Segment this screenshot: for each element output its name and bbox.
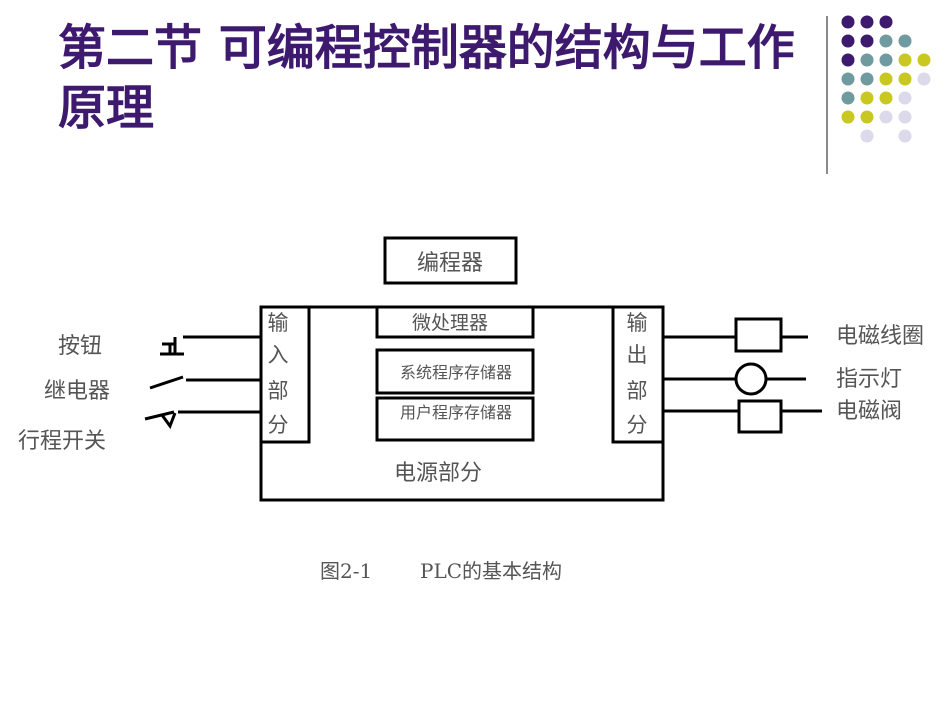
decor-dot [841,91,855,105]
decor-dot [860,53,874,67]
input-block-char-2: 入 [268,343,289,367]
decor-dot [898,110,912,124]
decor-dot [898,72,912,86]
decor-dot [879,72,893,86]
decor-dot [841,53,855,67]
input-label-limit-switch: 行程开关 [18,429,106,454]
output-block-char-1: 输 [627,311,648,335]
power-label: 电源部分 [394,461,482,486]
decor-dot [917,53,931,67]
decor-dot [879,91,893,105]
input-block [259,305,311,444]
output-block-char-4: 分 [627,413,648,437]
caption-text: PLC的基本结构 [420,559,562,583]
output-label-valve: 电磁阀 [836,399,902,424]
decor-dot [898,91,912,105]
decor-dot [841,15,855,29]
caption-figure-number: 图2-1 [320,559,372,583]
decor-dot [860,91,874,105]
decor-dot [917,72,931,86]
input-block-char-4: 分 [268,413,289,437]
user-memory-box [375,396,535,442]
decor-dot [879,34,893,48]
user-memory-label: 用户程序存储器 [400,403,512,422]
cpu-label: 微处理器 [412,312,488,334]
output-label-coil: 电磁线圈 [836,324,924,349]
decor-dot [860,72,874,86]
programmer-label: 编程器 [417,251,483,276]
decorative-dot-grid [841,15,931,143]
output-block-char-3: 部 [627,379,648,403]
decor-dot [841,34,855,48]
title-divider [826,16,828,174]
decor-dot [879,53,893,67]
decor-dot [860,110,874,124]
decor-dot [879,110,893,124]
decor-dot [898,53,912,67]
decor-dot [898,34,912,48]
output-wiring [663,317,822,434]
slide-title: 第二节 可编程控制器的结构与工作原理 [58,20,795,136]
system-memory-box [375,348,535,395]
input-block-char-3: 部 [268,379,289,403]
system-memory-label: 系统程序存储器 [400,363,512,382]
output-block [611,305,665,444]
cpu-box [375,305,535,339]
input-wiring [144,335,261,430]
decor-dot [860,129,874,143]
input-label-button: 按钮 [58,334,102,359]
input-block-char-1: 输 [268,311,289,335]
decor-dot [841,72,855,86]
output-block-char-2: 出 [627,343,648,367]
decor-dot [860,34,874,48]
decor-dot [879,15,893,29]
programmer-box [383,236,518,285]
decor-dot [841,110,855,124]
output-label-indicator: 指示灯 [836,367,902,392]
input-label-relay: 继电器 [44,379,110,404]
decor-dot [860,15,874,29]
decor-dot [898,129,912,143]
